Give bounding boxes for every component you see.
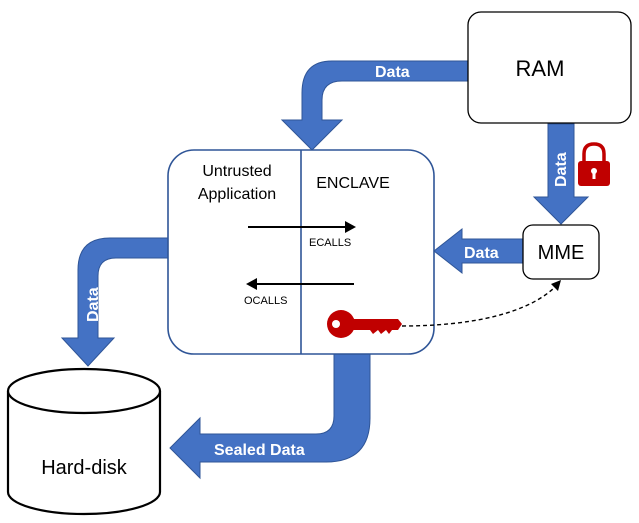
flow-mme-to-enclave: Data: [433, 227, 524, 275]
mme-label: MME: [538, 242, 585, 264]
ram-box: RAM: [467, 11, 632, 124]
untrusted-label-line1: Untrusted: [202, 163, 271, 180]
hard-disk-cylinder: Hard-disk: [6, 367, 162, 516]
mme-box: MME: [522, 224, 600, 280]
hard-disk-label: Hard-disk: [41, 457, 128, 479]
flow-label-app-to-disk: Data: [85, 287, 102, 322]
flow-ram-to-mme: Data: [532, 123, 590, 225]
flow-label-ram-to-mme: Data: [553, 152, 570, 187]
key-icon: [327, 310, 402, 338]
flow-app-to-disk: Data: [60, 237, 169, 367]
ocalls-arrow: OCALLS: [244, 278, 354, 307]
ocalls-label: OCALLS: [244, 295, 287, 307]
flow-label-mme-to-enclave: Data: [464, 245, 499, 262]
dashed-link-arrowhead: [551, 280, 561, 291]
ecalls-label: ECALLS: [309, 237, 351, 249]
ram-label: RAM: [516, 56, 565, 81]
flow-enclave-to-disk: Sealed Data: [169, 353, 371, 480]
flow-ram-to-app: Data: [280, 60, 469, 151]
ecalls-arrow: ECALLS: [248, 221, 356, 249]
flow-label-ram-to-app: Data: [375, 64, 410, 81]
flow-label-enclave-to-disk: Sealed Data: [214, 442, 305, 459]
enclave-label: ENCLAVE: [316, 175, 390, 192]
application-enclave-box: Untrusted Application ENCLAVE: [167, 149, 435, 355]
lock-icon: [578, 142, 610, 186]
key-to-mme-dashed-link: [401, 283, 559, 327]
untrusted-label-line2: Application: [198, 186, 276, 203]
